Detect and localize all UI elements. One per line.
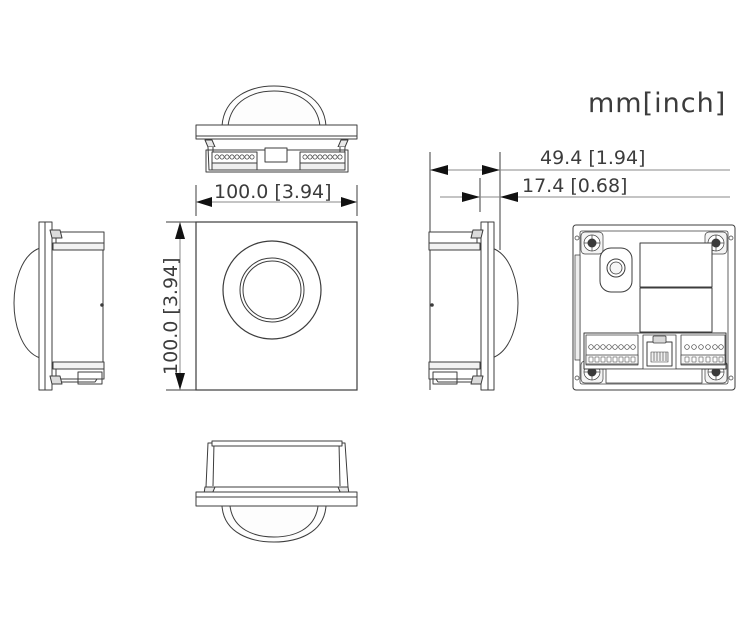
rear-view-left-terminal-holes <box>588 344 636 350</box>
left-side-bottom-block <box>77 371 103 385</box>
top-view-right-terminal-lower <box>299 162 346 171</box>
width-dimension-label: 100.0 [3.94] <box>214 181 332 203</box>
rear-view-panel-upper <box>639 242 713 288</box>
left-side-body-top-rail <box>55 231 105 244</box>
front-view-dome-outer <box>222 240 322 340</box>
height-arrow-bottom <box>175 373 185 390</box>
top-view-center-port <box>264 147 288 163</box>
right-side-detail-dot <box>430 303 434 307</box>
rear-view-round-button-inner <box>609 261 623 275</box>
rear-view-locator-hole-top-right <box>728 235 734 241</box>
left-side-view <box>13 221 105 391</box>
bottom-view-flange <box>195 491 358 507</box>
right-side-view <box>428 221 519 391</box>
rj45-ethernet-port <box>642 334 677 374</box>
height-dimension-label: 100.0 [3.94] <box>160 257 182 375</box>
right-side-bracket-bottom <box>470 375 484 385</box>
height-arrow-top <box>175 222 185 239</box>
left-side-detail-dot <box>100 303 104 307</box>
depth-total-arrow-right <box>482 165 500 175</box>
rear-view-right-terminal-holes <box>684 344 724 350</box>
width-dimension <box>195 185 358 216</box>
bottom-view-body-inner <box>212 442 215 487</box>
top-view-body-right-bracket <box>337 139 349 148</box>
top-view <box>195 85 358 173</box>
rear-view-panel-lower <box>639 287 713 333</box>
width-arrow-right <box>341 197 357 207</box>
rear-view-right-terminal-small-holes <box>684 356 724 363</box>
right-side-bracket-top <box>470 229 484 239</box>
units-title: mm[inch] <box>588 88 726 119</box>
rear-view-locator-hole-bottom-left <box>574 375 580 381</box>
bottom-view-body-top <box>211 440 343 447</box>
right-side-dome-arc <box>491 247 519 359</box>
top-view-dome <box>221 85 327 127</box>
top-view-body-left-bracket <box>204 139 216 148</box>
right-side-body-bottom-rail <box>428 367 478 380</box>
rear-view <box>572 224 736 391</box>
left-side-body-top-rail2 <box>52 242 105 251</box>
top-view-flange <box>195 124 358 140</box>
left-side-bracket-top <box>49 229 63 239</box>
height-dimension <box>166 221 196 391</box>
depth-total-dimension <box>429 152 730 390</box>
top-view-right-terminal-holes <box>302 154 343 160</box>
rear-view-left-terminal-lower <box>585 354 639 365</box>
front-view <box>195 221 358 391</box>
right-side-body-top-rail <box>428 231 478 244</box>
front-view-faceplate <box>195 221 358 391</box>
left-side-dome-arc <box>13 247 41 359</box>
bottom-view-body-inner2 <box>338 442 341 487</box>
bottom-view <box>195 440 358 543</box>
depth-total-arrow-left <box>430 165 448 175</box>
left-side-body-bottom-rail <box>55 367 105 380</box>
right-side-body-top-rail2 <box>428 242 481 251</box>
screw-top-left <box>580 231 604 255</box>
depth-total-dimension-label: 49.4 [1.94] <box>540 147 645 169</box>
rear-view-left-rail <box>574 254 581 361</box>
front-view-lens-ring <box>239 257 305 323</box>
rear-view-locator-hole-top-left <box>574 235 580 241</box>
bottom-view-dome <box>221 505 327 543</box>
front-view-lens-inner <box>242 260 302 320</box>
depth-flange-arrow-right <box>500 192 518 202</box>
width-arrow-left <box>196 197 212 207</box>
rear-view-locator-hole-bottom-right <box>728 375 734 381</box>
top-view-left-terminal-lower <box>211 162 258 171</box>
screw-top-right <box>704 231 728 255</box>
depth-flange-dimension <box>440 178 730 212</box>
rear-view-lower-bar <box>605 368 703 384</box>
depth-flange-arrow-left <box>462 192 480 202</box>
depth-flange-dimension-label: 17.4 [0.68] <box>522 175 627 197</box>
left-side-body <box>51 231 104 383</box>
rear-view-left-terminal-small-holes <box>588 356 636 363</box>
bottom-view-body-outline <box>205 442 349 488</box>
bottom-view-dome-inner <box>229 505 319 538</box>
top-view-dome-inner <box>227 90 321 127</box>
top-view-left-terminal-holes <box>214 154 255 160</box>
right-side-bottom-block <box>432 371 458 385</box>
left-side-body-bottom-rail2 <box>52 361 105 370</box>
left-side-bracket-bottom <box>49 375 63 385</box>
right-side-body <box>429 231 482 383</box>
right-side-body-bottom-rail2 <box>428 361 481 370</box>
